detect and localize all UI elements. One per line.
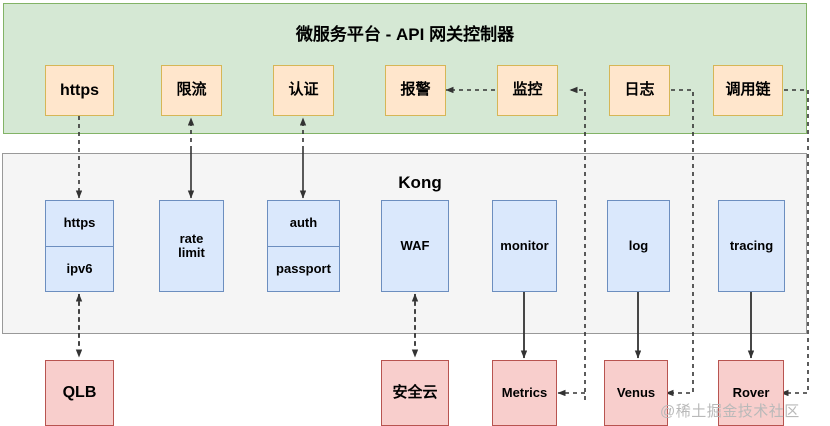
plugin-cell-waf: WAF [400, 237, 430, 253]
control-node-alert[interactable]: 报警 [385, 65, 446, 116]
control-node-auth[interactable]: 认证 [273, 65, 334, 116]
control-node-auth-label: 认证 [288, 81, 319, 99]
plugin-cell-https: https [46, 201, 113, 247]
backend-node-qlb-label: QLB [62, 384, 97, 402]
plugin-cell-rate-limit: rate limit [178, 230, 205, 260]
control-node-ratelimit-label: 限流 [176, 81, 207, 99]
control-node-log-label: 日志 [624, 81, 655, 99]
plugin-node-monitor[interactable]: monitor [492, 200, 557, 292]
backend-node-venus[interactable]: Venus [604, 360, 668, 426]
control-node-ratelimit[interactable]: 限流 [161, 65, 222, 116]
plugin-cell-auth: auth [268, 201, 339, 247]
backend-node-metrics[interactable]: Metrics [492, 360, 557, 426]
backend-node-secloud-label: 安全云 [392, 383, 438, 401]
plugin-node-auth-passport[interactable]: auth passport [267, 200, 340, 292]
plugin-node-https-ipv6[interactable]: https ipv6 [45, 200, 114, 292]
control-node-https[interactable]: https [45, 65, 114, 116]
backend-node-rover-label: Rover [732, 384, 770, 400]
kong-gateway-title: Kong [398, 173, 442, 192]
plugin-cell-passport: passport [276, 260, 331, 276]
control-node-monitor-label: 监控 [512, 81, 543, 99]
plugin-cell-log: log [628, 237, 649, 253]
control-node-log[interactable]: 日志 [609, 65, 670, 116]
plugin-node-log[interactable]: log [607, 200, 670, 292]
plugin-node-tracing[interactable]: tracing [718, 200, 785, 292]
control-plane-title: 微服务平台 - API 网关控制器 [295, 25, 515, 44]
backend-node-rover[interactable]: Rover [718, 360, 784, 426]
control-node-https-label: https [59, 81, 100, 99]
plugin-cell-tracing: tracing [729, 237, 774, 253]
control-node-monitor[interactable]: 监控 [497, 65, 558, 116]
plugin-node-waf[interactable]: WAF [381, 200, 449, 292]
control-node-alert-label: 报警 [400, 81, 431, 99]
plugin-cell-monitor: monitor [500, 237, 549, 253]
plugin-node-rate-limit[interactable]: rate limit [159, 200, 224, 292]
watermark: @稀土掘金技术社区 [660, 403, 800, 420]
control-node-tracing-label: 调用链 [725, 81, 771, 99]
backend-node-secloud[interactable]: 安全云 [381, 360, 449, 426]
backend-node-venus-label: Venus [616, 384, 656, 400]
backend-node-metrics-label: Metrics [501, 384, 548, 400]
backend-node-qlb[interactable]: QLB [45, 360, 114, 426]
plugin-cell-ipv6: ipv6 [66, 260, 93, 276]
control-node-tracing[interactable]: 调用链 [713, 65, 783, 116]
